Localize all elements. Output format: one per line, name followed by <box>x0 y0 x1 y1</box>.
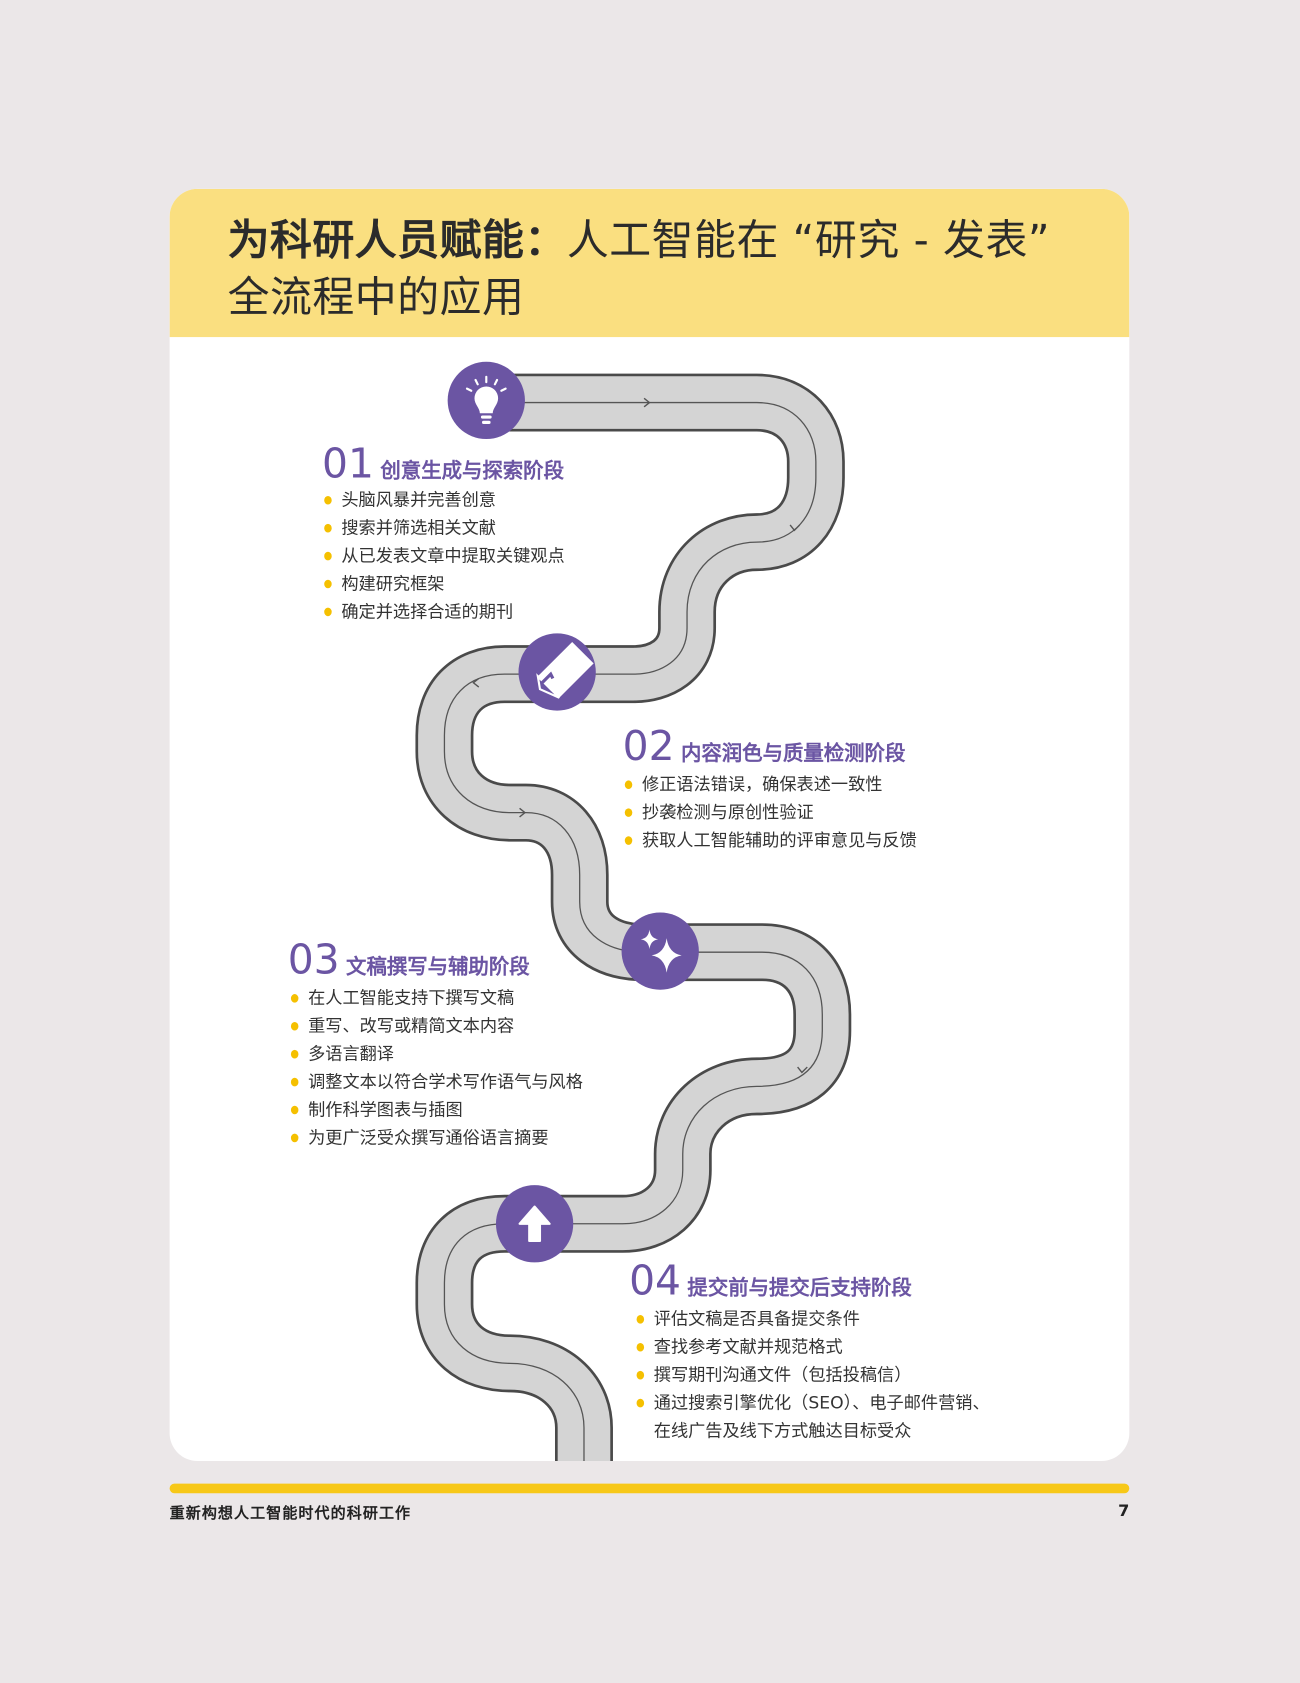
stage-02-list: 修正语法错误，确保表述一致性 抄袭检测与原创性验证 获取人工智能辅助的评审意见与… <box>624 771 917 855</box>
list-item: 通过搜索引擎优化（SEO）、电子邮件营销、 <box>636 1389 990 1417</box>
road-centerline <box>443 401 823 1462</box>
direction-arrow-right-icon <box>519 807 527 818</box>
list-item: 确定并选择合适的期刊 <box>324 598 564 626</box>
footer-bar <box>169 1483 1130 1494</box>
list-item: 在人工智能支持下撰写文稿 <box>290 984 583 1012</box>
stage-number: 02 <box>622 722 675 770</box>
list-item: 查找参考文献并规范格式 <box>636 1333 990 1361</box>
title-line2: 全流程中的应用 <box>227 273 525 323</box>
stage-03-list: 在人工智能支持下撰写文稿 重写、改写或精简文本内容 多语言翻译 调整文本以符合学… <box>290 984 583 1152</box>
list-item: 多语言翻译 <box>290 1040 583 1068</box>
header-banner: 为科研人员赋能：人工智能在 “研究 - 发表” 全流程中的应用 <box>169 188 1130 338</box>
stage-01-heading: 01 创意生成与探索阶段 <box>322 442 564 485</box>
stage-title: 创意生成与探索阶段 <box>380 459 564 484</box>
stage-04-list: 评估文稿是否具备提交条件 查找参考文献并规范格式 撰写期刊沟通文件（包括投稿信）… <box>636 1305 990 1445</box>
list-item-continuation: 在线广告及线下方式触达目标受众 <box>653 1420 912 1441</box>
list-item: 制作科学图表与插图 <box>290 1096 583 1124</box>
list-item: 构建研究框架 <box>324 570 564 598</box>
upload-arrow-icon <box>495 1185 574 1263</box>
roadmap-road <box>415 361 852 1462</box>
list-item: 评估文稿是否具备提交条件 <box>636 1305 990 1333</box>
stage-04-heading: 04 提交前与提交后支持阶段 <box>629 1259 912 1302</box>
pen-icon <box>518 633 596 711</box>
stage-01-list: 头脑风暴并完善创意 搜索并筛选相关文献 从已发表文章中提取关键观点 构建研究框架… <box>324 486 565 626</box>
lightbulb-icon <box>447 361 525 440</box>
stage-title: 提交前与提交后支持阶段 <box>687 1276 912 1301</box>
page-title: 为科研人员赋能：人工智能在 “研究 - 发表” 全流程中的应用 <box>228 213 1051 327</box>
direction-arrow-down-icon <box>797 1066 808 1074</box>
title-bold: 为科研人员赋能： <box>227 216 567 266</box>
stage-title: 文稿撰写与辅助阶段 <box>346 955 530 980</box>
footer-title: 重新构想人工智能时代的科研工作 <box>169 1505 412 1523</box>
stage-number: 03 <box>287 936 340 984</box>
list-item: 调整文本以符合学术写作语气与风格 <box>290 1068 583 1096</box>
list-item: 撰写期刊沟通文件（包括投稿信） <box>636 1361 990 1389</box>
page-number: 7 <box>1118 1500 1130 1521</box>
list-item: 抄袭检测与原创性验证 <box>624 799 917 827</box>
title-line1: 人工智能在 “研究 - 发表” <box>566 216 1051 266</box>
stage-02-heading: 02 内容润色与质量检测阶段 <box>623 725 906 768</box>
list-item: 修正语法错误，确保表述一致性 <box>624 771 917 799</box>
stage-number: 04 <box>629 1257 681 1305</box>
direction-arrow-left-icon <box>472 677 480 688</box>
stage-number: 01 <box>322 440 374 488</box>
stage-title: 内容润色与质量检测阶段 <box>680 741 906 766</box>
sparkle-icon <box>621 912 699 990</box>
list-item: 获取人工智能辅助的评审意见与反馈 <box>624 827 917 855</box>
content-card: 为科研人员赋能：人工智能在 “研究 - 发表” 全流程中的应用 01 创意生成与… <box>169 188 1130 1462</box>
list-item: 为更广泛受众撰写通俗语言摘要 <box>290 1124 583 1152</box>
list-item: 重写、改写或精简文本内容 <box>290 1012 583 1040</box>
direction-arrow-down-icon <box>789 524 801 532</box>
direction-arrow-right-icon <box>643 397 651 408</box>
list-item: 头脑风暴并完善创意 <box>324 486 564 514</box>
list-item: 从已发表文章中提取关键观点 <box>324 542 565 570</box>
stage-03-heading: 03 文稿撰写与辅助阶段 <box>288 938 530 981</box>
list-item: 搜索并筛选相关文献 <box>324 514 564 542</box>
